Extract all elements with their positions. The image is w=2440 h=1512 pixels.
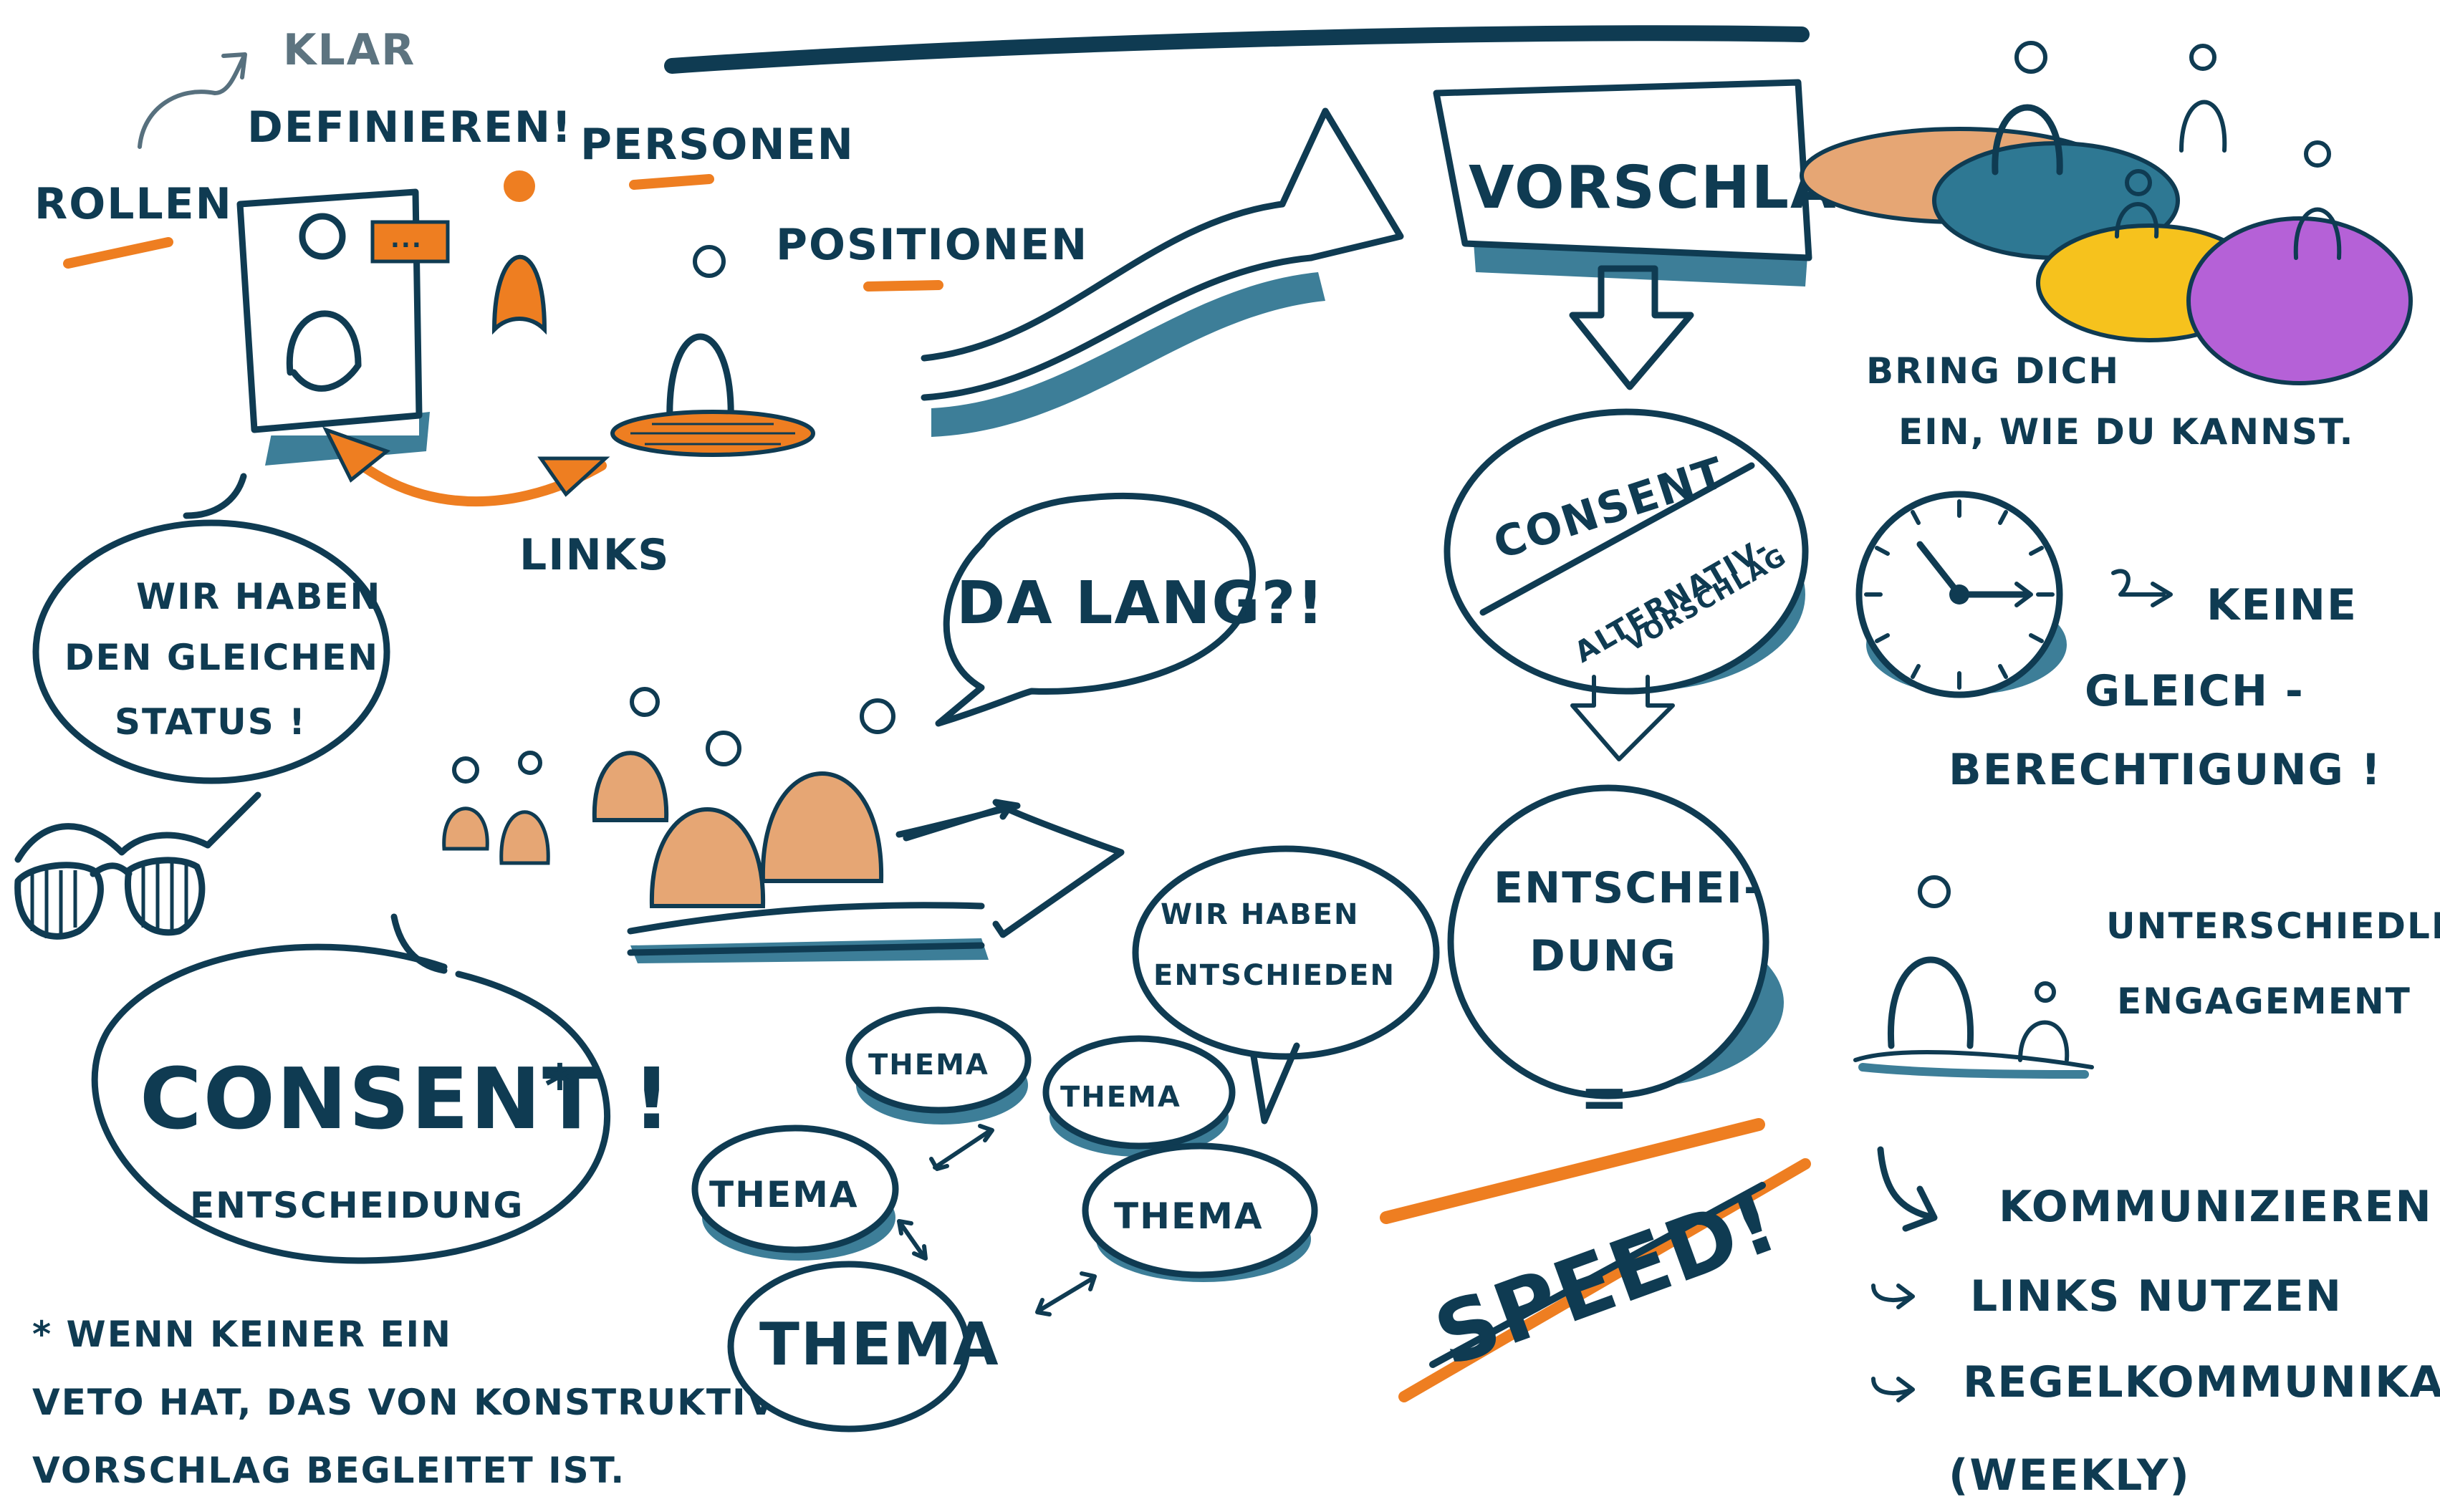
kommunizieren-arrow-icon xyxy=(1877,1146,1938,1232)
unterschiedliches-label: UNTERSCHIEDLICHES xyxy=(2106,905,2440,947)
thema-link-3 xyxy=(1035,1271,1097,1316)
rollen-label: ROLLEN xyxy=(34,179,233,229)
consent-circle: CONSENT ALTERNATIV- VORSCHLAG xyxy=(1444,408,1809,695)
thema-network: THEMA THEMA THEMA THEMA THEMA xyxy=(691,1006,1318,1432)
footnote-line1: * WENN KEINER EIN xyxy=(32,1314,452,1355)
thema-label-5: THEMA xyxy=(759,1311,1000,1379)
keine-arrow-icon xyxy=(2111,569,2173,607)
personen-label: PERSONEN xyxy=(580,120,855,170)
person-on-platform-icon xyxy=(610,245,815,457)
bring-dich-line2: EIN, WIE DU KANNST. xyxy=(1898,411,2355,453)
speed-label: SPEED! xyxy=(1423,1171,1791,1385)
down-arrow-icon-1 xyxy=(1569,265,1694,390)
positionen-label: POSITIONEN xyxy=(776,220,1088,270)
positionen-underline xyxy=(863,280,943,292)
person-icon-1 xyxy=(1992,41,2063,175)
striped-glasses-icon xyxy=(14,791,261,940)
entscheidung-circle: ENTSCHEI- DUNG xyxy=(1447,784,1784,1099)
person-icon-large-2 xyxy=(760,698,895,883)
engagement-people-icon xyxy=(1853,875,2094,1079)
dalang-label: DA LANG?! xyxy=(956,569,1325,637)
entscheidung-label-2: DUNG xyxy=(1529,931,1677,981)
berechtigung-label: BERECHTIGUNG ! xyxy=(1949,745,2382,795)
definieren-label: DEFINIEREN! xyxy=(247,102,572,153)
person-icon-medium-1 xyxy=(592,687,669,822)
person-icon-small-1 xyxy=(442,756,489,851)
equals-sign: = xyxy=(1580,1064,1630,1132)
weekly-label: (WEEKLY) xyxy=(1949,1450,2191,1501)
consent-bubble-subtitle: ENTSCHEIDUNG xyxy=(190,1185,524,1226)
consent-bubble-asterisk: * xyxy=(544,1053,577,1121)
role-card-badge: ... xyxy=(390,225,423,254)
thema-link-2 xyxy=(897,1219,928,1261)
thema-node-4: THEMA xyxy=(1082,1142,1318,1282)
entscheidung-label-1: ENTSCHEI- xyxy=(1494,863,1763,913)
links-arrowhead-right xyxy=(537,456,610,497)
decided-line2: ENTSCHIEDEN xyxy=(1153,959,1396,992)
swoosh-arrow-icon xyxy=(921,107,1404,437)
links-nutzen-arrow-icon xyxy=(1871,1284,1915,1309)
thema-node-1: THEMA xyxy=(845,1006,1032,1125)
rollen-underline xyxy=(63,237,173,269)
group-people-icon xyxy=(442,687,895,908)
consent-bubble-title: CONSENT ! xyxy=(140,1049,672,1148)
links-label: LINKS xyxy=(519,530,670,580)
keine-label: KEINE xyxy=(2206,580,2358,630)
person-icon-orange xyxy=(491,170,547,335)
kommunizieren-label: KOMMUNIZIEREN xyxy=(1999,1182,2433,1232)
footnote-line2: VETO HAT, DAS VON KONSTRUKTIVEN xyxy=(32,1382,833,1423)
klar-arrow-icon xyxy=(138,52,247,149)
thema-label-1: THEMA xyxy=(868,1049,989,1082)
person-icon-2 xyxy=(2179,44,2227,153)
person-icon-large-1 xyxy=(649,731,766,908)
personen-underline xyxy=(629,174,714,190)
thema-node-5: THEMA xyxy=(727,1261,1000,1432)
footnote-line3: VORSCHLAG BEGLEITET IST. xyxy=(32,1450,625,1491)
person-icon-3 xyxy=(2115,169,2159,239)
thema-link-1 xyxy=(929,1124,994,1171)
engagement-circles xyxy=(1800,41,2413,385)
decided-line1: WIR HABEN xyxy=(1161,898,1359,931)
regel-arrow-icon xyxy=(1871,1377,1915,1402)
regelkommunikation-label: REGELKOMMUNIKATION xyxy=(1963,1357,2440,1407)
status-speech-bubble: WIR HABEN DEN GLEICHEN STATUS ! xyxy=(32,473,390,784)
consent-speech-bubble: CONSENT ! * ENTSCHEIDUNG xyxy=(91,913,672,1264)
status-line3: STATUS ! xyxy=(115,701,307,743)
engagement-label: ENGAGEMENT xyxy=(2117,981,2411,1022)
status-line2: DEN GLEICHEN xyxy=(64,637,379,678)
down-arrow-icon-2 xyxy=(1570,675,1675,761)
klar-label: KLAR xyxy=(283,25,416,75)
person-icon-4 xyxy=(2293,140,2342,260)
bring-dich-line1: BRING DICH xyxy=(1866,350,2120,392)
dalang-speech-bubble: DA LANG?! xyxy=(935,492,1325,727)
person-icon-small-2 xyxy=(499,751,550,865)
middle-arrow-icon xyxy=(627,799,1125,963)
thema-label-2: THEMA xyxy=(1060,1081,1181,1114)
gleich-label: GLEICH - xyxy=(2085,666,2305,716)
status-line1: WIR HABEN xyxy=(136,576,381,617)
thema-label-4: THEMA xyxy=(1114,1195,1264,1237)
thema-label-3: THEMA xyxy=(709,1174,859,1215)
role-card-icon: ... xyxy=(236,188,450,466)
top-line xyxy=(664,25,1810,74)
clock-icon xyxy=(1855,491,2067,698)
links-arrowhead-left xyxy=(322,426,391,483)
thema-node-2: THEMA xyxy=(1042,1035,1236,1157)
thema-node-3: THEMA xyxy=(691,1125,899,1261)
links-nutzen-label: LINKS NUTZEN xyxy=(1970,1271,2343,1321)
decided-speech-bubble: WIR HABEN ENTSCHIEDEN xyxy=(1132,845,1440,1125)
speed-group: SPEED! xyxy=(1380,1118,1811,1402)
